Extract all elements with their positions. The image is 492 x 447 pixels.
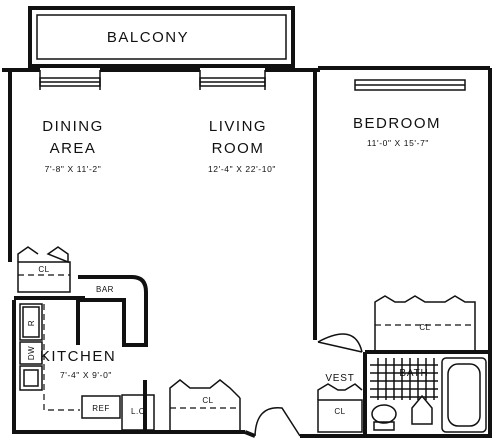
bathtub: [441, 357, 487, 433]
closet-hall-label: CL: [202, 396, 213, 405]
dining-dimensions: 7'-8" X 11'-2": [45, 164, 102, 174]
living-dimensions: 12'-4" X 22'-10": [208, 164, 276, 174]
bar-counter: BAR: [78, 275, 148, 347]
entry-door-swing[interactable]: [254, 407, 301, 437]
dishwasher-label: DW: [27, 346, 36, 360]
dining-label-line2: AREA: [50, 140, 97, 157]
balcony-label: BALCONY: [107, 29, 189, 46]
kitchen-fixtures: R DW REF: [19, 303, 121, 419]
windows: [39, 77, 466, 91]
closet-dining: CL: [17, 246, 71, 293]
kitchen-dimensions: 7'-4" X 9'-0": [60, 370, 112, 380]
dishwasher: [19, 341, 43, 365]
toilet: [371, 404, 397, 424]
closet-bedroom: CL: [374, 295, 476, 350]
bedroom-dimensions: 11'-0" X 15'-7": [367, 138, 429, 148]
bar-label: BAR: [96, 285, 114, 294]
bath-fixtures: [370, 357, 487, 433]
closet-vest-label: CL: [334, 407, 345, 416]
top-wall-bedroom: [318, 66, 490, 70]
interior-walls: [14, 72, 490, 436]
balcony-outline: [28, 6, 295, 68]
bar-outline: [78, 275, 148, 347]
linen-closet-label: L.C: [131, 407, 145, 416]
refrigerator: [81, 395, 121, 419]
bath-label: BATH: [399, 368, 428, 379]
linen-closet: L.C: [121, 394, 155, 431]
living-label-line2: ROOM: [212, 140, 265, 157]
closet-dining-label: CL: [38, 265, 49, 274]
bath-sink: [411, 394, 433, 425]
closet-bedroom-label: CL: [419, 323, 430, 332]
bath-tiles: [370, 358, 438, 400]
bedroom-door-swing[interactable]: [317, 333, 363, 353]
balcony-doors: [39, 70, 266, 90]
dining-label-line1: DINING: [42, 118, 104, 135]
closet-hall: CL: [169, 379, 241, 432]
closet-vest: CL: [317, 383, 363, 433]
range: [19, 303, 43, 341]
range-label: R: [27, 320, 36, 326]
living-label-line1: LIVING: [209, 118, 267, 135]
kitchen-label: KITCHEN: [40, 348, 116, 365]
refrigerator-label: REF: [92, 404, 110, 413]
left-lower-wall: [12, 300, 245, 434]
exterior-walls: [2, 66, 492, 438]
balcony: BALCONY: [28, 6, 295, 68]
sink: [19, 365, 43, 391]
balcony-railing: [36, 14, 287, 60]
vest-label: VEST: [325, 373, 354, 384]
doors: [244, 333, 363, 438]
bedroom-label: BEDROOM: [353, 115, 441, 132]
